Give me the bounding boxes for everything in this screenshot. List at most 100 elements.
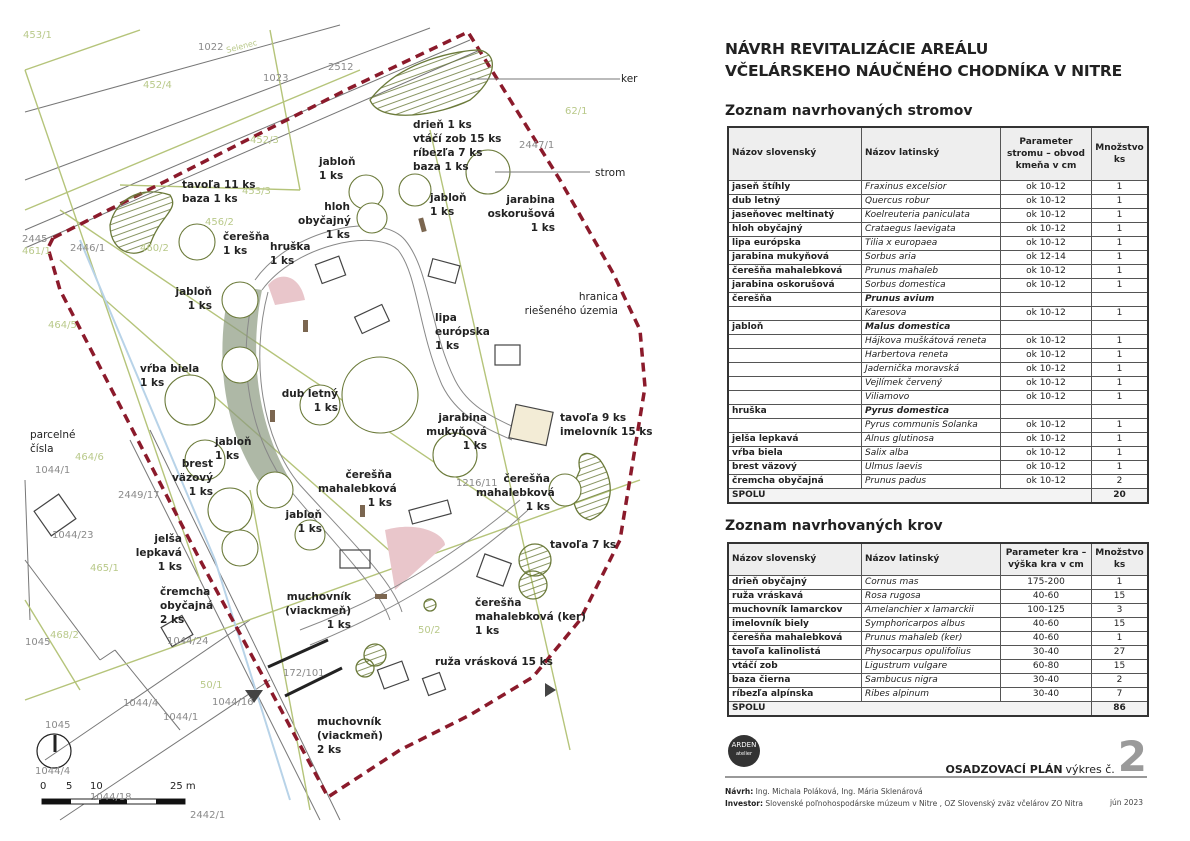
parcel-number: 1044/4 bbox=[123, 698, 159, 709]
cell-lat: Pyrus domestica bbox=[861, 403, 1001, 419]
parcel-number: 461/1 bbox=[22, 246, 51, 257]
legend-shrub-label: ker bbox=[621, 73, 638, 85]
plant-label: jabloň 1 ks bbox=[319, 156, 356, 182]
cell-qty: 7 bbox=[1091, 686, 1149, 702]
cell-param: ok 10-12 bbox=[1000, 179, 1092, 195]
cell-qty: 1 bbox=[1091, 574, 1149, 590]
cell-qty: 1 bbox=[1091, 221, 1149, 237]
cell-param: ok 10-12 bbox=[1000, 221, 1092, 237]
col-header: Názov slovenský bbox=[727, 126, 862, 181]
parcel-number: 1023 bbox=[263, 73, 289, 84]
col-header: Množstvo ks bbox=[1091, 126, 1149, 181]
cell-qty: 2 bbox=[1091, 672, 1149, 688]
cell-qty: 1 bbox=[1091, 431, 1149, 447]
cell-lat: Crataegus laevigata bbox=[861, 221, 1001, 237]
parcel-number: 2449/17 bbox=[118, 490, 160, 501]
entrance-arrow bbox=[245, 690, 263, 703]
cell-lat: Salix alba bbox=[861, 445, 1001, 461]
plant-label: lipa európska 1 ks bbox=[435, 312, 490, 352]
plant-label: jabloň 1 ks bbox=[430, 192, 467, 218]
plant-label: čerešňa mahalebková (ker) 1 ks bbox=[475, 597, 586, 637]
legend-tree-label: strom bbox=[595, 167, 626, 179]
cell-lat: Ribes alpinum bbox=[861, 686, 1001, 702]
cell-lat: Amelanchier x lamarckii bbox=[861, 602, 1001, 618]
cell-qty: 1 bbox=[1091, 207, 1149, 223]
trees-heading: Zoznam navrhovaných stromov bbox=[725, 103, 973, 119]
cell-qty: 1 bbox=[1091, 277, 1149, 293]
cell-sk bbox=[727, 305, 862, 321]
plant-label: hloh obyčajný 1 ks bbox=[298, 201, 351, 241]
col-header: Parameter kra – výška kra v cm bbox=[1000, 542, 1092, 576]
parcel-number: 50/1 bbox=[200, 680, 223, 691]
cell-qty: 1 bbox=[1091, 263, 1149, 279]
title-line-2: VČELÁRSKEHO NÁUČNÉHO CHODNÍKA V NITRE bbox=[725, 62, 1122, 80]
parcel-number: 172/101 bbox=[283, 668, 325, 679]
info-panel: NÁVRH REVITALIZÁCIE AREÁLU VČELÁRSKEHO N… bbox=[725, 0, 1155, 841]
cell-sk: ruža vráskavá bbox=[727, 588, 862, 604]
cell-sk: čerešňa bbox=[727, 291, 862, 307]
cell-lat: Prunus mahaleb (ker) bbox=[861, 630, 1001, 646]
parcel-number: 453/3 bbox=[242, 186, 271, 197]
entrance-arrow bbox=[545, 683, 556, 697]
cell-param: ok 10-12 bbox=[1000, 389, 1092, 405]
cell-param: 40-60 bbox=[1000, 630, 1092, 646]
parcel-number: 464/6 bbox=[75, 452, 104, 463]
cell-sk: baza čierna bbox=[727, 672, 862, 688]
plant-label: brest väzový 1 ks bbox=[172, 458, 213, 498]
cell-param: ok 10-12 bbox=[1000, 375, 1092, 391]
cell-qty: 3 bbox=[1091, 602, 1149, 618]
parcel-number: 1044/18 bbox=[90, 792, 132, 803]
cell-lat: Sorbus domestica bbox=[861, 277, 1001, 293]
parcel-boundaries bbox=[24, 29, 641, 811]
sheet-label: OSADZOVACÍ PLÁN bbox=[945, 763, 1063, 776]
cell-sk: imelovník biely bbox=[727, 616, 862, 632]
cell-sk: drieň obyčajný bbox=[727, 574, 862, 590]
plant-label: jarabina mukyňová 1 ks bbox=[426, 412, 487, 452]
cell-sk: ríbezľa alpínska bbox=[727, 686, 862, 702]
cell-lat: Pyrus communis Solanka bbox=[861, 417, 1001, 433]
cell-qty: 27 bbox=[1091, 644, 1149, 660]
cell-param: 60-80 bbox=[1000, 658, 1092, 674]
col-header: Názov slovenský bbox=[727, 542, 862, 576]
benches bbox=[270, 217, 427, 599]
cell-qty: 1 bbox=[1091, 347, 1149, 363]
cell-qty: 2 bbox=[1091, 473, 1149, 489]
total-label: SPOLU bbox=[727, 487, 1092, 503]
parcel-number: 1044/1 bbox=[35, 465, 71, 476]
cell-sk: jabloň bbox=[727, 319, 862, 335]
cell-lat: Quercus robur bbox=[861, 193, 1001, 209]
plant-label: tavoľa 9 ks imelovník 15 ks bbox=[560, 412, 653, 438]
plant-label: čerešňa mahalebková 1 ks bbox=[318, 469, 397, 509]
shrubs-table: Názov slovenský Názov latinský Parameter… bbox=[727, 542, 1149, 717]
cell-lat: Prunus avium bbox=[861, 291, 1001, 307]
cell-param: ok 10-12 bbox=[1000, 263, 1092, 279]
plant-label: jarabina oskorušová 1 ks bbox=[487, 194, 555, 234]
col-header: Názov latinský bbox=[861, 126, 1001, 181]
parcel-number: 1044/24 bbox=[167, 636, 209, 647]
trees-table: Názov slovenský Názov latinský Parameter… bbox=[727, 126, 1149, 504]
plant-label: jabloň 1 ks bbox=[215, 436, 252, 462]
cell-param: ok 10-12 bbox=[1000, 333, 1092, 349]
shrub-groups bbox=[109, 49, 611, 678]
cell-sk: čerešňa mahalebková bbox=[727, 263, 862, 279]
cell-qty: 1 bbox=[1091, 459, 1149, 475]
parcel-number: 2442/1 bbox=[190, 810, 226, 821]
cell-qty: 15 bbox=[1091, 658, 1149, 674]
cell-qty: 1 bbox=[1091, 305, 1149, 321]
cell-lat: Fraxinus excelsior bbox=[861, 179, 1001, 195]
cell-param: 100-125 bbox=[1000, 602, 1092, 618]
meadow-strip bbox=[222, 285, 290, 490]
cell-param: ok 10-12 bbox=[1000, 207, 1092, 223]
